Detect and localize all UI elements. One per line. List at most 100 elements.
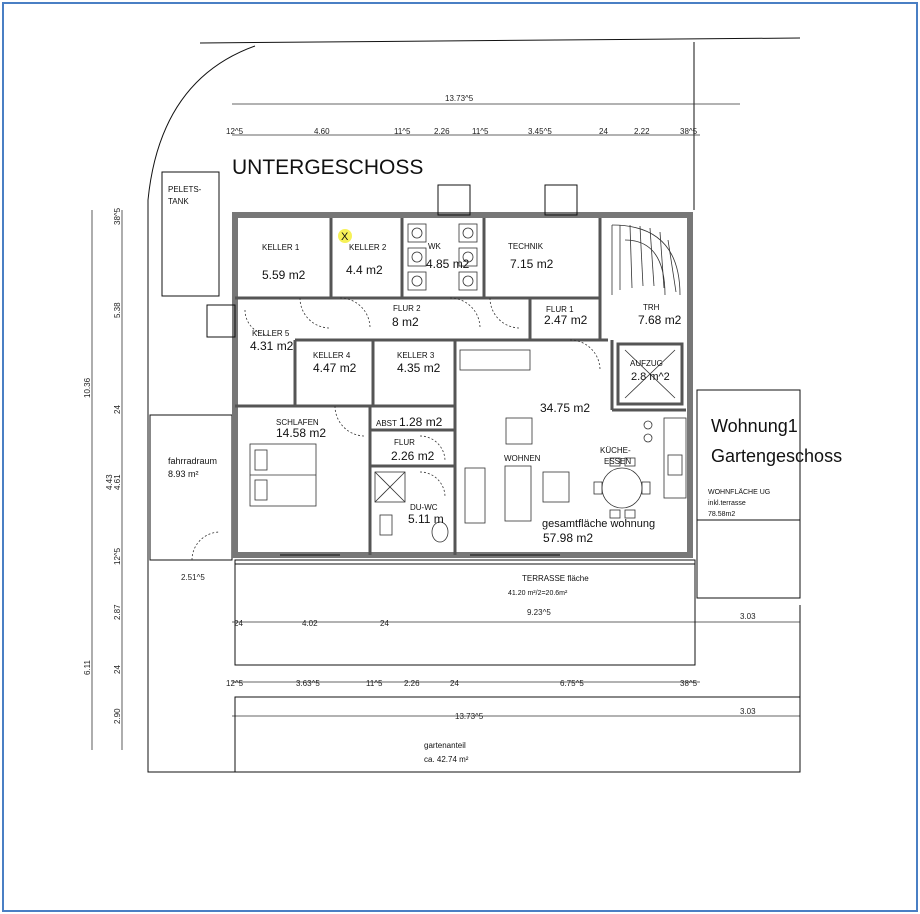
dim-left-inner: 4.43 [105, 474, 114, 490]
kitchen-counter [643, 417, 687, 499]
terrasse-label: TERRASSE fläche [522, 574, 589, 583]
dim-misc: 3.03 [740, 707, 756, 716]
garten-label: gartenanteil [424, 741, 466, 750]
room-name-du-wc: DU-WC [410, 503, 438, 512]
wohnflaeche-line3: 78.58m2 [708, 511, 735, 518]
dim-left-inner: 24 [113, 405, 122, 414]
dim-top-part: 24 [599, 127, 608, 136]
windows [206, 184, 578, 556]
mark-x: X [341, 231, 349, 243]
dim-top-part: 3.45^5 [528, 127, 552, 136]
room-name-keller-5: KELLER 5 [252, 329, 290, 338]
dim-bottom-part: 3.63^5 [296, 679, 320, 688]
wohnflaeche-line1: WOHNFLÄCHE UG [708, 488, 770, 496]
fahrradraum-area: 8.93 m² [168, 469, 199, 479]
room-name-wk: WK [428, 242, 442, 251]
dim-left-outer: 10.36 [83, 377, 92, 398]
site-boundary [199, 37, 801, 44]
gesamt-label: gesamtfläche wohnung [542, 518, 655, 530]
room-area-flur: 2.26 m2 [391, 449, 435, 463]
dim-left-inner: 12^5 [113, 547, 122, 565]
highlight-mark [338, 229, 352, 243]
dim-left-inner: 2.90 [113, 708, 122, 724]
fahrradraum-name: fahrradraum [168, 456, 217, 466]
dim-bottom-part: 38^5 [680, 679, 698, 688]
room-area-abst: 1.28 m2 [399, 415, 443, 429]
double-bed [249, 443, 317, 507]
dim-top-part: 38^5 [680, 127, 698, 136]
room-area-flur-2: 8 m2 [392, 315, 419, 329]
living-furniture [459, 349, 570, 524]
dim-bottom-part: 12^5 [226, 679, 244, 688]
room-area-aufzug: 2.8 m^2 [631, 371, 670, 383]
elevator-shaft [616, 342, 684, 406]
door-swings [244, 297, 601, 498]
dim-left-outer: 6.11 [83, 659, 92, 675]
dim-bottom-part: 24 [450, 679, 459, 688]
dim-left-inner: 38^5 [113, 207, 122, 225]
room-area-flur-1: 2.47 m2 [544, 313, 588, 327]
room-area-du-wc: 5.11 m [408, 512, 444, 526]
room-name-keller-3: KELLER 3 [397, 351, 435, 360]
dim-misc: 2.51^5 [181, 573, 205, 582]
room-name-aufzug: AUFZUG [630, 359, 663, 368]
room-area-trh: 7.68 m2 [638, 313, 682, 327]
dim-misc: 24 [234, 619, 243, 628]
fahrradraum-door [191, 531, 221, 561]
dim-left-inner: 5.38 [113, 302, 122, 318]
terrasse-formula: 41.20 m²/2=20.6m² [508, 590, 568, 597]
room-name-flur: FLUR [394, 438, 415, 447]
dining-table [593, 457, 651, 519]
dim-left-inner: 4.61 [113, 474, 122, 490]
room-area-technik: 7.15 m2 [510, 257, 554, 271]
room-area-keller-5: 4.31 m2 [250, 339, 294, 353]
fahrradraum-outline [149, 414, 233, 561]
dim-bottom-part: 11^5 [366, 679, 383, 688]
room-name-essen: ESSEN [604, 457, 631, 466]
side-label-line2: Gartengeschoss [711, 446, 842, 466]
room-area-keller-3: 4.35 m2 [397, 361, 441, 375]
dim-left-inner: 2.87 [113, 604, 122, 620]
room-area-keller-2: 4.4 m2 [346, 263, 383, 277]
room-area-keller-4: 4.47 m2 [313, 361, 357, 375]
garden-area [234, 696, 801, 773]
plan-title: UNTERGESCHOSS [232, 156, 423, 179]
dim-top-part: 2.22 [634, 127, 650, 136]
dim-bottom-part: 2.26 [404, 679, 420, 688]
dim-bottom-part: 6.75^5 [560, 679, 584, 688]
side-label-line1: Wohnung1 [711, 416, 798, 436]
room-name-technik: TECHNIK [508, 242, 544, 251]
dim-top-part: 2.26 [434, 127, 450, 136]
room-name-kueche: KÜCHE- [600, 446, 631, 455]
dim-top-part: 11^5 [394, 127, 411, 136]
room-name-keller-2: KELLER 2 [349, 243, 387, 252]
room-name-abst: ABST [376, 419, 397, 428]
room-name-keller-1: KELLER 1 [262, 243, 300, 252]
dim-left-inner: 24 [113, 665, 122, 674]
room-area-wk: 4.85 m2 [426, 257, 470, 271]
wohnflaeche-line2: inkl.terrasse [708, 500, 746, 507]
bathroom-fixtures [374, 471, 449, 543]
room-area-wohnen: 34.75 m2 [540, 401, 590, 415]
gesamt-area: 57.98 m2 [543, 531, 593, 545]
interior-walls [235, 218, 686, 555]
peletstank-line1: PELETS- [168, 185, 202, 194]
dim-misc: 24 [380, 619, 389, 628]
staircase [611, 224, 681, 296]
room-area-schlafen: 14.58 m2 [276, 426, 326, 440]
site-curve [147, 45, 800, 773]
terrace-area [234, 559, 696, 666]
peletstank-box [161, 171, 220, 297]
room-area-keller-1: 5.59 m2 [262, 268, 306, 282]
dim-misc: 9.23^5 [527, 608, 551, 617]
room-name-wohnen: WOHNEN [504, 454, 541, 463]
dim-misc: 3.03 [740, 612, 756, 621]
room-name-flur-2: FLUR 2 [393, 304, 421, 313]
garten-area: ca. 42.74 m² [424, 755, 469, 764]
dim-top-part: 12^5 [226, 127, 244, 136]
dim-top-part: 11^5 [472, 127, 489, 136]
dim-top-part: 4.60 [314, 127, 330, 136]
room-name-keller-4: KELLER 4 [313, 351, 351, 360]
